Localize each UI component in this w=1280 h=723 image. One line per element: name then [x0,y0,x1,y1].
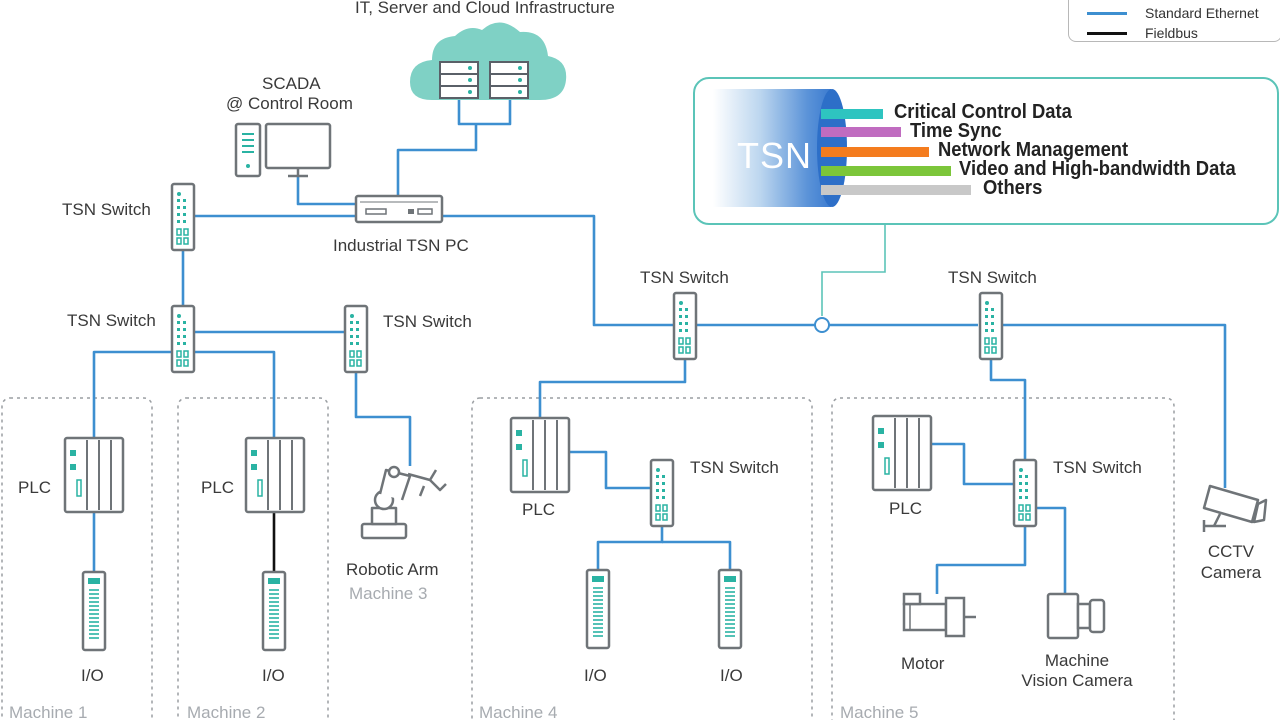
stream-bar-timesync [821,127,901,137]
tsn-switch-label: TSN Switch [948,268,1037,287]
cctv-camera-icon [1202,484,1268,532]
machine-label-4: Machine 4 [479,703,558,722]
cloud-label: IT, Server and Cloud Infrastructure [355,0,615,17]
machine-label-1: Machine 1 [9,703,88,722]
io-label: I/O [584,666,607,685]
legend-label: Standard Ethernet [1145,5,1259,21]
tsn-word: TSN [737,135,812,176]
stream-bar-video [821,166,951,176]
robotic-arm-label: Robotic Arm [346,560,439,579]
cctv-label: CCTV [1207,542,1255,561]
machine-label-2: Machine 2 [187,703,266,722]
tsn-cable-icon [713,89,831,207]
tsn-switch-icon [978,291,1004,361]
io-module-icon [261,570,287,652]
plc-icon [871,414,933,492]
tsn-traffic-panel: TSN Critical Control Data Time Sync Netw… [693,77,1279,225]
machine-frames [1,397,1175,720]
tsn-switch-label: TSN Switch [640,268,729,287]
machine-label-3: Machine 3 [349,584,428,603]
cctv-label-2: Camera [1200,563,1262,582]
legend-swatch [1087,11,1127,15]
tsn-switch-label: TSN Switch [1053,458,1142,477]
io-module-icon [81,570,107,652]
motor-label: Motor [901,654,945,673]
tsn-switch-icon [672,291,698,361]
stream-bar-critical [821,109,883,119]
plc-label: PLC [889,499,923,518]
stream-bar-management [821,147,929,157]
stream-label-timesync: Time Sync [910,120,1002,142]
tsn-switch-label: TSN Switch [383,312,472,331]
control-room-label: @ Control Room [226,94,353,113]
io-label: I/O [81,666,104,685]
io-label: I/O [262,666,285,685]
tsn-switch-icon [1012,458,1038,528]
stream-bar-others [821,185,971,195]
legend-item-fieldbus: Fieldbus [1087,25,1198,41]
tsn-switch-icon [649,458,675,528]
plc-label: PLC [201,478,235,497]
machine-vision-label: Machine [1044,651,1110,670]
stream-label-management: Network Management [938,139,1129,161]
motor-icon [902,592,976,638]
industrial-pc-icon [354,194,444,224]
robotic-arm-icon [360,465,447,540]
io-module-icon [585,568,611,650]
tsn-callout-line [814,222,886,333]
stream-label-video: Video and High-bandwidth Data [959,158,1236,180]
machine-label-5: Machine 5 [840,703,919,722]
tsn-switch-label: TSN Switch [690,458,779,477]
legend-swatch [1087,31,1127,35]
tsn-switch-icon [170,304,196,374]
plc-icon [509,416,571,494]
plc-icon [63,436,125,514]
tsn-switch-icon [170,182,196,252]
stream-label-critical: Critical Control Data [894,101,1072,123]
tsn-switch-icon [343,304,369,374]
industrial-pc-label: Industrial TSN PC [333,236,469,255]
plc-label: PLC [522,500,556,519]
tsn-switch-label: TSN Switch [62,200,151,219]
scada-icon [234,122,332,178]
legend-item-ethernet: Standard Ethernet [1087,5,1259,21]
tsn-switch-label: TSN Switch [67,311,156,330]
machine-vision-camera-icon [1046,592,1106,640]
plc-icon [244,436,306,514]
plc-label: PLC [18,478,52,497]
io-module-icon [717,568,743,650]
scada-label: SCADA [262,74,321,93]
legend: Standard Ethernet Fieldbus [1068,0,1280,42]
stream-label-others: Others [983,177,1043,199]
cloud-icon [410,22,567,100]
io-label: I/O [720,666,743,685]
ethernet-links [92,98,1227,594]
machine-vision-label-2: Vision Camera [1021,671,1133,690]
legend-label: Fieldbus [1145,25,1198,41]
